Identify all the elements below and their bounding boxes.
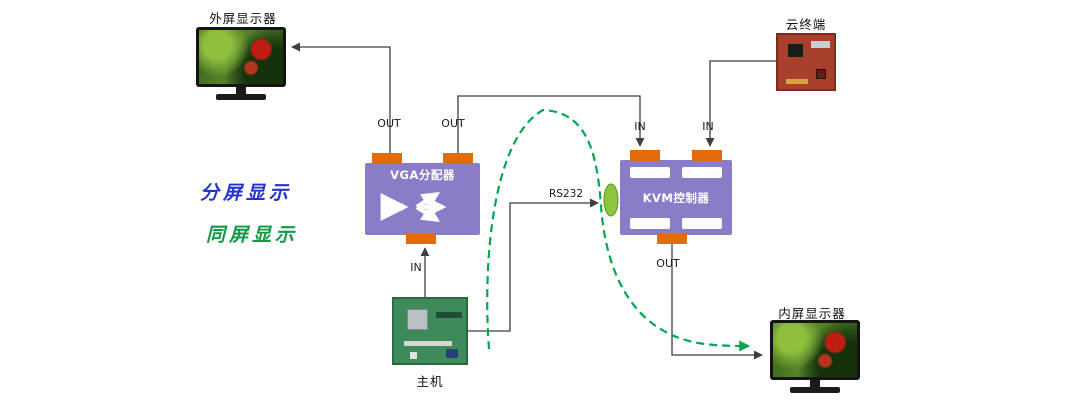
internal-monitor-label: 内屏显示器	[778, 306, 846, 321]
wire-vga-out-to-kvm-in	[457, 95, 645, 153]
rs232-connector	[603, 183, 619, 217]
monitor-screen-image	[773, 323, 857, 377]
port-label-vga-out-right: OUT	[441, 117, 465, 130]
kvm-slot	[630, 167, 670, 178]
kvm-controller-label: KVM控制器	[642, 191, 710, 205]
monitor-stand-base	[216, 94, 266, 100]
kvm-slot	[630, 218, 670, 229]
kvm-port-tab-in-left	[630, 150, 660, 161]
kvm-port-tab-in-right	[692, 150, 722, 161]
internal-monitor-node	[770, 320, 860, 393]
rs232-label: RS232	[548, 188, 584, 200]
cloud-terminal-node	[776, 33, 836, 91]
external-monitor-label: 外屏显示器	[209, 11, 277, 26]
vga-port-tab-in	[406, 233, 436, 244]
board-slot	[436, 312, 462, 318]
port-label-kvm-out: OUT	[656, 257, 680, 270]
monitor-screen-image	[199, 30, 283, 84]
port-label-vga-out-left: OUT	[377, 117, 401, 130]
board-heatsink	[811, 41, 830, 48]
external-monitor-node	[196, 27, 286, 100]
cloud-terminal-label: 云终端	[785, 17, 827, 32]
monitor-stand-base	[790, 387, 840, 393]
vga-splitter-node: VGA分配器	[365, 163, 480, 235]
board-pins	[786, 79, 808, 84]
monitor-stand-neck	[810, 380, 820, 387]
monitor-stand-neck	[236, 87, 246, 94]
port-label-kvm-in-right: IN	[702, 120, 714, 133]
kvm-slot-row	[620, 167, 732, 178]
kvm-controller-node: KVM控制器	[620, 160, 732, 235]
kvm-slot	[682, 218, 722, 229]
legend-split-screen: 分屏显示	[200, 182, 293, 204]
port-label-vga-in: IN	[410, 261, 422, 274]
wire-vga-out-to-external-monitor	[291, 42, 391, 153]
kvm-slot-row	[620, 218, 732, 229]
same-screen-dashed-path	[486, 108, 751, 352]
host-node	[392, 297, 468, 365]
kvm-port-tab-out	[657, 233, 687, 244]
host-label: 主机	[416, 374, 444, 389]
wire-cloud-terminal-to-kvm-in	[705, 60, 776, 147]
vga-port-tab-out-right	[443, 153, 473, 164]
port-label-kvm-in-left: IN	[634, 120, 646, 133]
vga-splitter-label: VGA分配器	[390, 168, 455, 182]
legend-same-screen: 同屏显示	[206, 224, 299, 246]
vga-port-tab-out-left	[372, 153, 402, 164]
board-component	[816, 69, 826, 79]
monitor-bezel	[196, 27, 286, 87]
board-chip	[446, 349, 458, 358]
fanout-arrows-icon	[380, 192, 447, 222]
kvm-slot	[682, 167, 722, 178]
board-component	[410, 352, 417, 359]
wire-kvm-out-to-internal-monitor	[671, 244, 763, 360]
monitor-bezel	[770, 320, 860, 380]
board-strip	[404, 341, 452, 346]
board-chip	[788, 44, 803, 57]
board-cpu-socket	[407, 309, 428, 330]
